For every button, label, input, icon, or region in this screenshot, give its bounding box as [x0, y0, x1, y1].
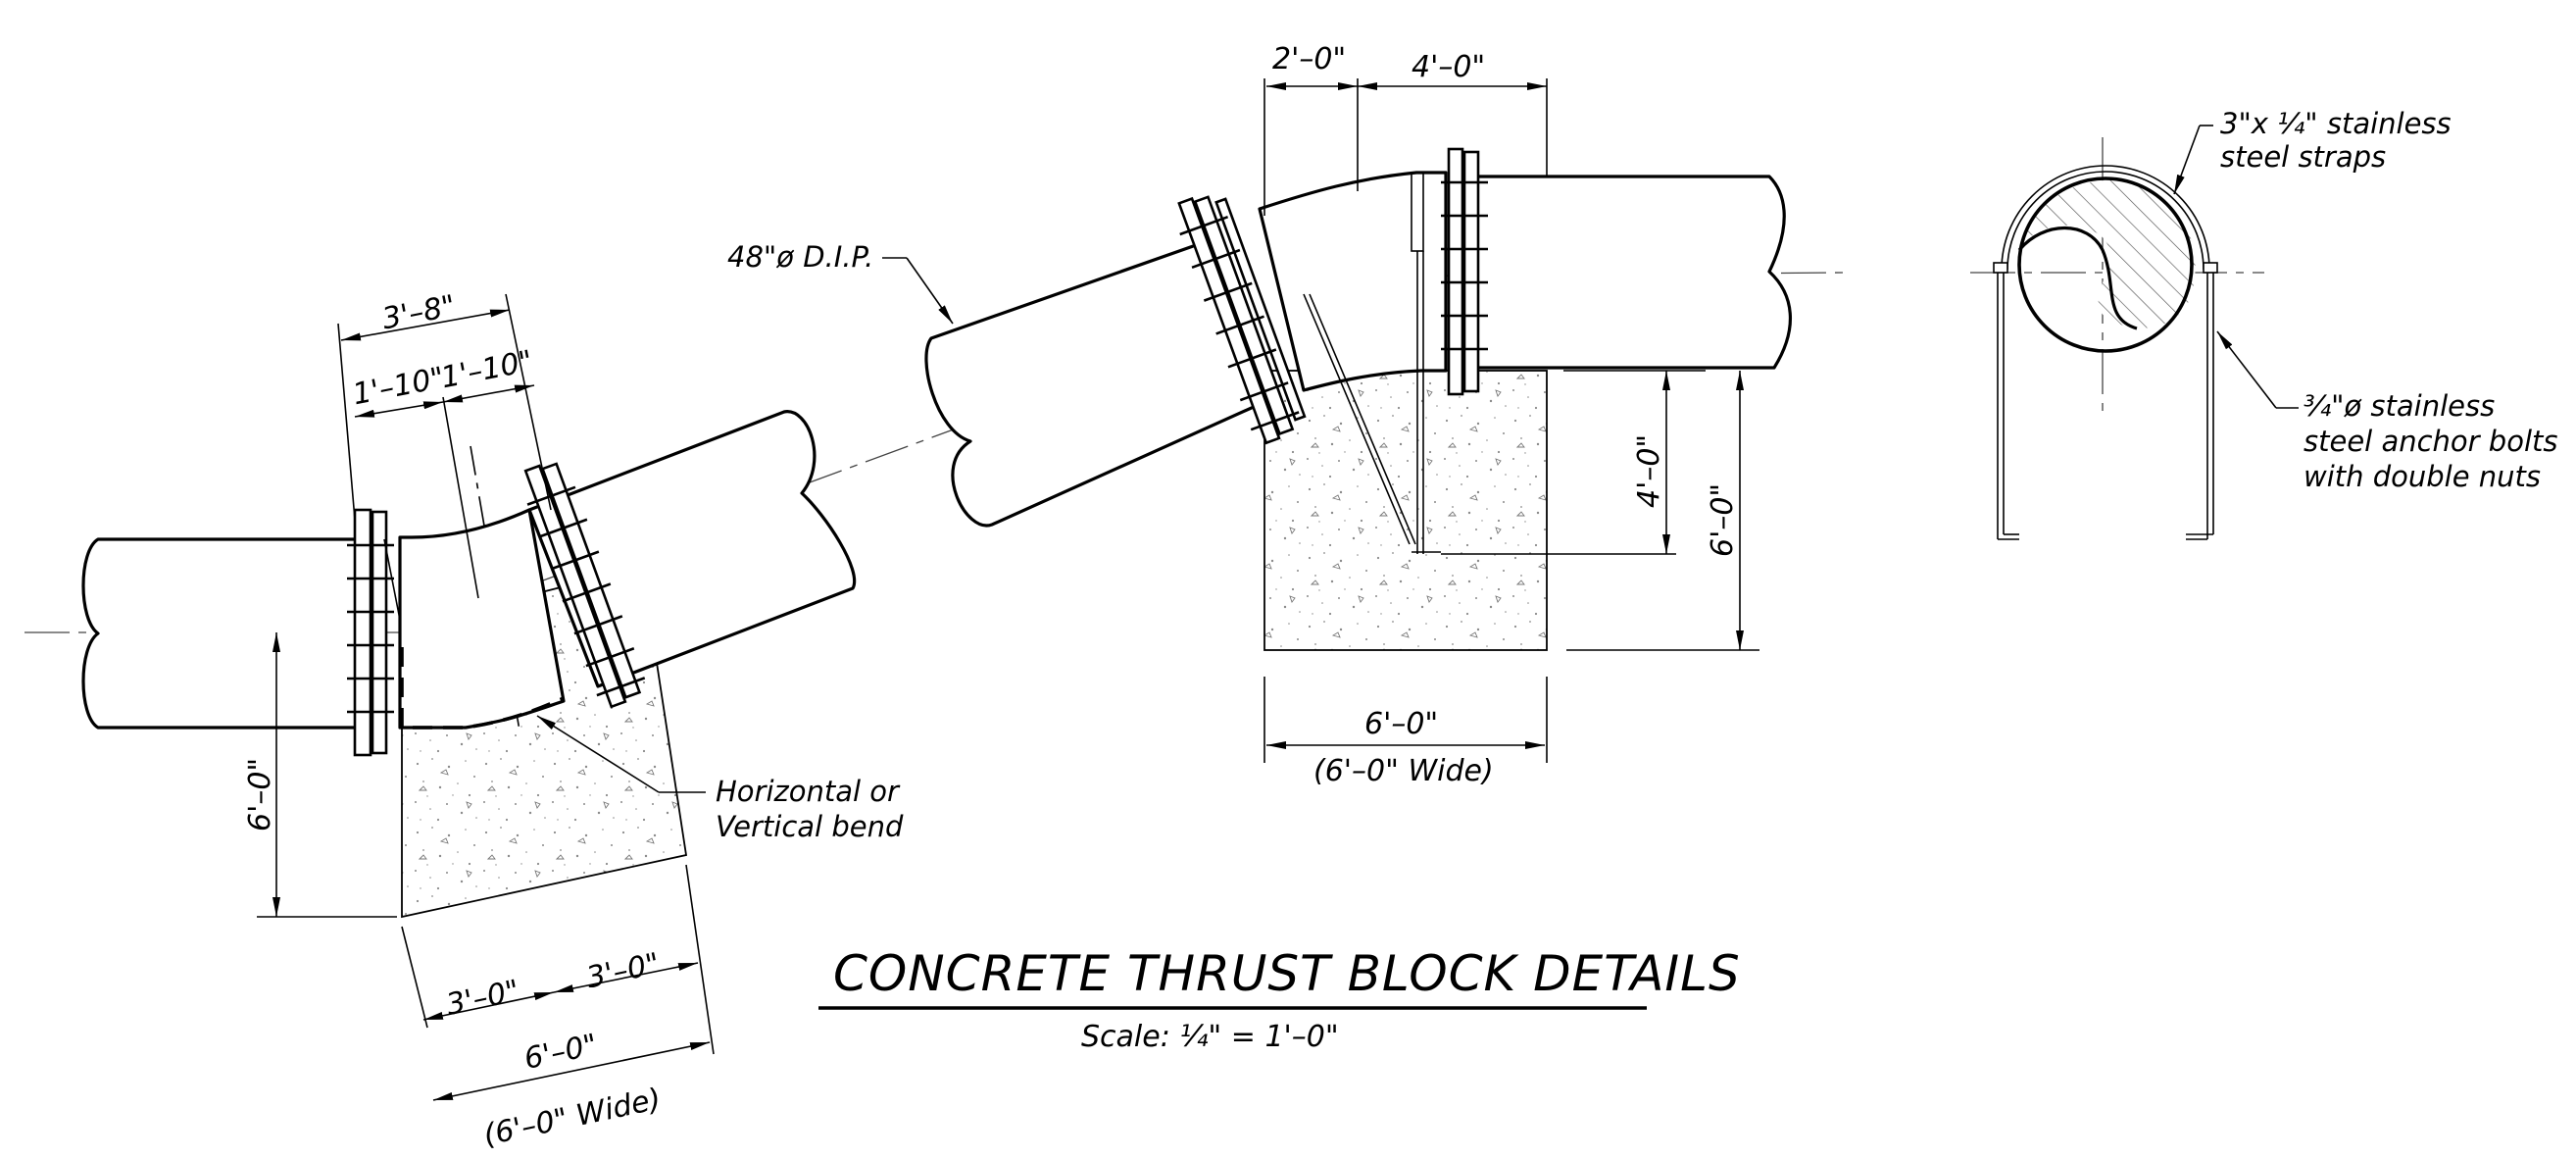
straps-label-line1: 3"x ¼" stainless [2220, 107, 2452, 140]
bolts-label-line1: ¾"ø stainless [2304, 389, 2495, 423]
left-dim-bottom-total: 6'–0" [521, 1028, 601, 1077]
left-dim-overall: 3'–8" [379, 289, 459, 337]
incline-centerline [401, 318, 1256, 633]
middle-dim-outer-height: 6'–0" [1706, 483, 1740, 557]
left-flange-2 [371, 510, 388, 755]
bolts-label-line2: steel anchor bolts [2304, 425, 2558, 458]
bend-hidden-line [400, 647, 565, 730]
pipe-section-circle [2017, 176, 2194, 353]
middle-dim-bottom-width: (6'–0" Wide) [1313, 754, 1494, 788]
middle-dim-top-right: 4'–0" [1412, 50, 1485, 84]
middle-dim-top-left: 2'–0" [1272, 42, 1346, 76]
left-bend-detail: 3'–8" 1'–10" 1'–10" 6'–0" 3'–0" 3'–0" 6'… [25, 289, 1256, 1153]
straps-label-line2: steel straps [2220, 140, 2386, 174]
middle-flange-bolts [1441, 180, 1488, 351]
middle-bend-detail: 2'–0" 4'–0" 4'–0" 6'–0" 6'–0" (6'–0" Wid… [727, 42, 1844, 788]
title-block: CONCRETE THRUST BLOCK DETAILS Scale: ¼" … [818, 945, 1741, 1054]
middle-inclined-pipe [924, 236, 1266, 528]
middle-bend-fitting [1258, 171, 1448, 392]
left-dim-bottom-width: (6'–0" Wide) [480, 1082, 664, 1152]
bend-label-line2: Vertical bend [716, 810, 904, 843]
left-horizontal-pipe [81, 537, 365, 730]
left-bend-fitting [398, 508, 566, 730]
left-flange-bolts [347, 543, 394, 714]
middle-dim-inner-height: 4'–0" [1632, 434, 1666, 508]
pipe-section-detail: 3"x ¼" stainless steel straps ¾"ø stainl… [1970, 107, 2558, 540]
left-dim-height: 6'–0" [243, 758, 277, 831]
drawing-scale: Scale: ¼" = 1'–0" [1081, 1020, 1339, 1054]
left-incline-flange [523, 462, 646, 709]
middle-horizontal-pipe [1468, 175, 1793, 370]
pipe-material-label: 48"ø D.I.P. [727, 240, 873, 274]
bolts-label-line3: with double nuts [2304, 460, 2541, 493]
left-flange-1 [353, 508, 372, 757]
left-dim-bottom-right: 3'–0" [583, 946, 663, 995]
middle-concrete-block [1263, 370, 1548, 651]
left-dim-bottom-left: 3'–0" [443, 974, 522, 1023]
bend-label-line1: Horizontal or [716, 775, 901, 808]
middle-flange-1 [1447, 147, 1464, 396]
middle-dim-bottom-total: 6'–0" [1364, 707, 1438, 741]
middle-flange-2 [1462, 150, 1480, 393]
anchor-bolts [1993, 262, 2218, 540]
drawing-title: CONCRETE THRUST BLOCK DETAILS [833, 945, 1741, 1002]
middle-incline-flange [1177, 195, 1307, 445]
